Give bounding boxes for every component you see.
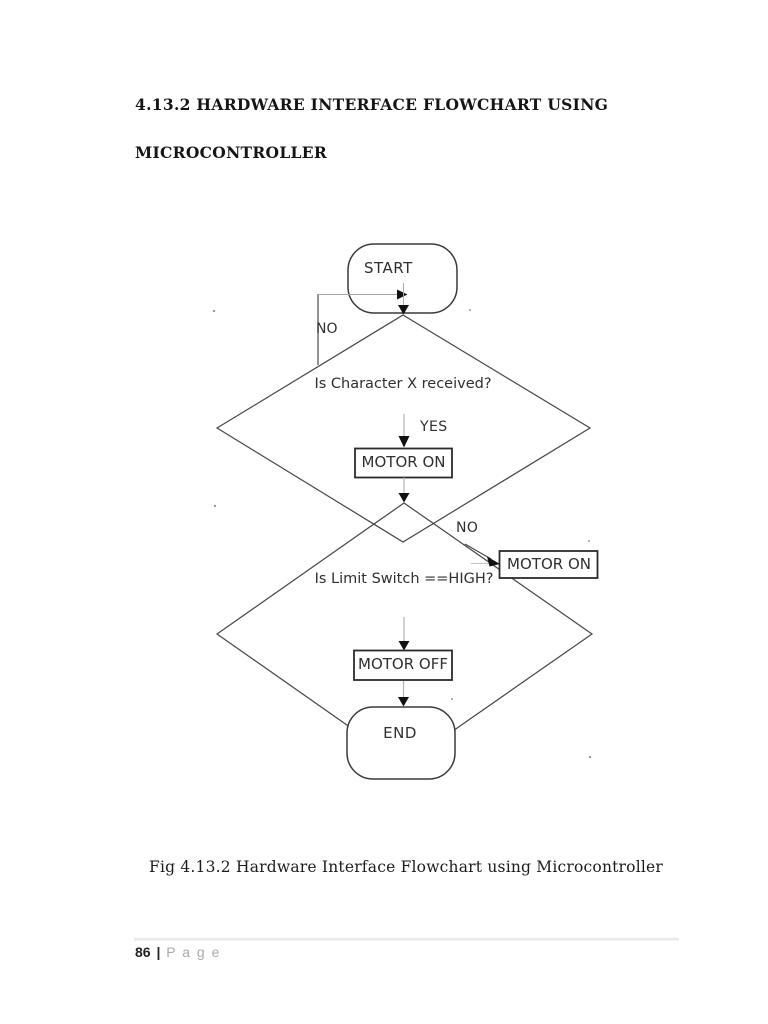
no-right-branch-line	[464, 543, 492, 560]
section-heading-line2: MICROCONTROLLER	[135, 143, 328, 162]
motor-on2-box	[498, 550, 599, 579]
no-loop-arrowhead	[397, 289, 408, 300]
figure-caption: Fig 4.13.2 Hardware Interface Flowchart …	[149, 858, 663, 876]
footer-page-word: P a g e	[166, 944, 221, 960]
footer-divider	[134, 938, 679, 941]
end-label: END	[383, 724, 417, 742]
no-right-branch-arrowhead	[487, 556, 500, 567]
decision1-diamond	[215, 314, 592, 543]
speck	[469, 309, 471, 311]
motor-off-label: MOTOR OFF	[358, 655, 448, 673]
speck	[588, 755, 592, 759]
start-label: START	[364, 259, 413, 277]
start-node	[347, 243, 458, 314]
page-number: 86	[135, 944, 151, 960]
page-footer: 86 | P a g e	[135, 944, 221, 960]
decision2-label: Is Limit Switch ==HIGH?	[314, 571, 494, 587]
start-to-decision1-arrowhead	[398, 305, 409, 315]
footer-separator: |	[156, 944, 161, 960]
yes-branch-arrowhead	[398, 436, 410, 448]
motor-off-box	[353, 649, 453, 681]
no-right-label: NO	[456, 520, 479, 536]
motor-on1-label: MOTOR ON	[361, 453, 446, 471]
decision2-out-arrowhead	[398, 641, 410, 651]
end-node	[346, 706, 456, 780]
speck	[451, 698, 453, 700]
motor-on1-out-arrowhead	[398, 493, 410, 503]
speck	[588, 540, 590, 542]
speck	[212, 309, 216, 313]
motor-on2-label: MOTOR ON	[507, 555, 591, 573]
speck	[213, 504, 217, 508]
motor-on1-box	[354, 447, 453, 479]
yes-label: YES	[420, 419, 448, 435]
decision1-label: Is Character X received?	[314, 376, 492, 392]
no-loop-label: NO	[316, 321, 338, 337]
section-heading-line1: 4.13.2 HARDWARE INTERFACE FLOWCHART USIN…	[135, 95, 609, 114]
motor-off-out-arrowhead	[398, 697, 409, 707]
